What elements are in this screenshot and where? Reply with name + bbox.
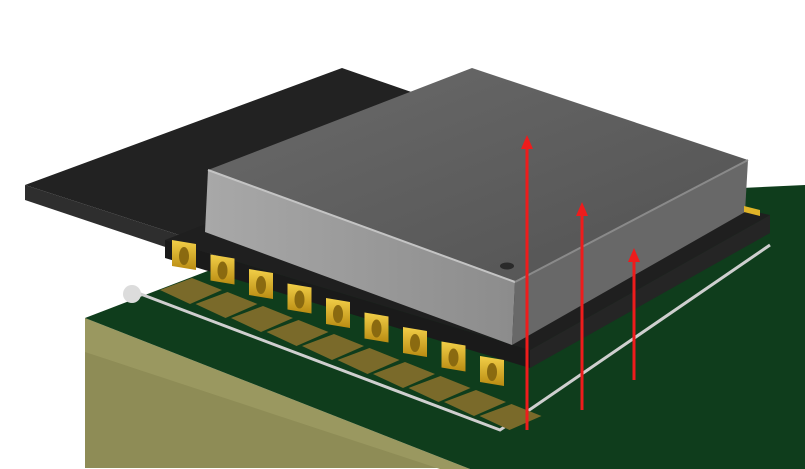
footprint-pad [408,376,471,402]
shield-pin1-dot [500,262,514,270]
red-up-arrow [576,202,588,410]
footprint-pad [195,292,258,318]
footprint-pad [266,320,329,346]
castellated-pad [249,269,273,299]
footprint-pad [160,278,222,304]
module-base-side [530,215,770,368]
footprint-pads [160,278,542,430]
castellated-pad [287,283,312,314]
arrows [521,135,640,430]
antenna-section [25,68,420,262]
corner-gold-tab [744,206,760,216]
footprint-pad [302,334,364,360]
castellated-pad [326,298,350,328]
red-up-arrow [628,248,640,380]
shield-side [512,160,748,345]
castellated-pad [403,327,427,357]
footprint-pad [231,306,293,332]
antenna-edge [25,185,210,262]
castellated-pad [210,254,235,285]
castellated-pad [441,341,466,372]
shield-can [205,68,749,345]
footprint-pad [337,348,400,374]
castellated-pad [480,356,504,386]
red-up-arrow [521,135,533,430]
footprint-pad [373,362,435,388]
antenna-top [25,68,420,245]
castellated-pad [172,240,196,270]
shield-front [205,170,515,345]
shield-edge-side-highlight [514,159,749,283]
silkscreen-outline [129,243,771,432]
shield-top [208,68,748,282]
shield-edge-highlight [207,169,516,283]
fiducial-mark [123,285,141,303]
footprint-pad [444,390,506,416]
castellated-pads [172,240,504,386]
castellated-pad [364,312,389,343]
